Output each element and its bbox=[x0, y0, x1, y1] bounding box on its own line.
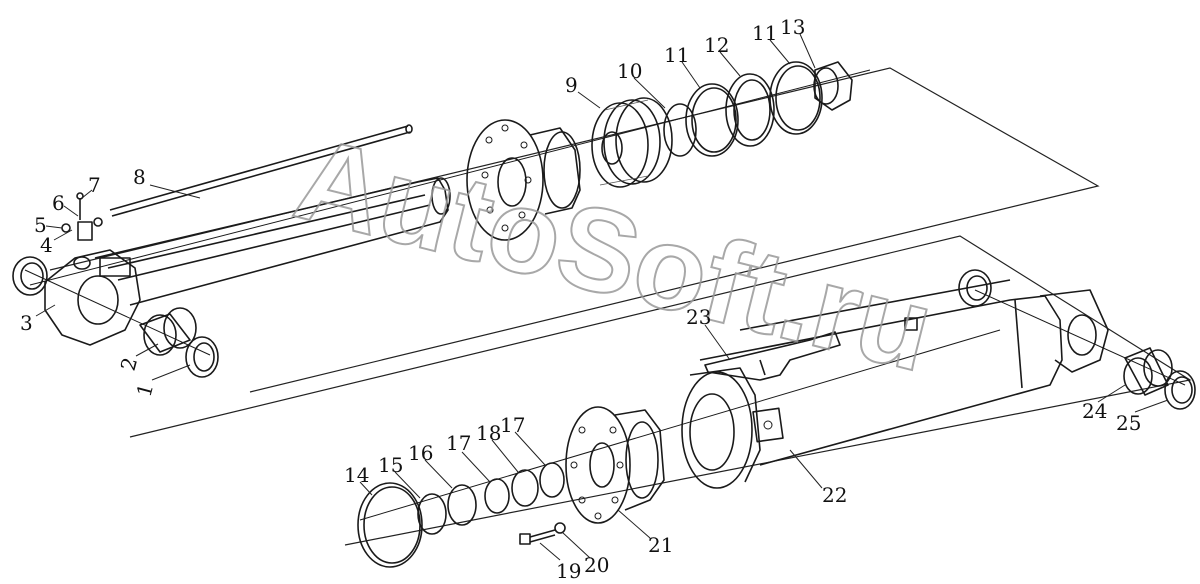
callout-10: 10 bbox=[617, 59, 642, 83]
callout-23: 23 bbox=[686, 305, 711, 329]
part-19-bolt bbox=[519, 529, 556, 545]
upper-assembly-plane bbox=[49, 67, 1100, 393]
part-8-thin-rod bbox=[109, 124, 413, 217]
callout-16: 16 bbox=[408, 441, 433, 465]
left-axis-line bbox=[24, 269, 211, 356]
callout-17a: 17 bbox=[446, 431, 471, 455]
callout-18: 18 bbox=[476, 421, 501, 445]
fittings-4-7 bbox=[61, 192, 103, 241]
part-18-ring bbox=[511, 469, 539, 507]
callout-21: 21 bbox=[648, 533, 673, 557]
right-axis-line bbox=[974, 289, 1186, 386]
callout-12: 12 bbox=[704, 33, 729, 57]
callout-20: 20 bbox=[584, 553, 609, 577]
part-15-ring bbox=[417, 493, 447, 535]
part-1-ring bbox=[185, 336, 219, 378]
part-17-ring-b bbox=[539, 462, 565, 498]
part-25-ring bbox=[1164, 370, 1196, 410]
part-10-seal bbox=[663, 103, 697, 157]
part-21-gland bbox=[565, 406, 665, 524]
part-9-piston bbox=[591, 97, 673, 188]
callout-labels: 1 2 3 4 5 6 7 8 9 10 11 12 11 13 14 15 1… bbox=[20, 15, 1141, 583]
callout-15: 15 bbox=[378, 453, 403, 477]
callout-6: 6 bbox=[52, 191, 65, 215]
callout-4: 4 bbox=[40, 233, 53, 257]
piston-flange bbox=[466, 119, 581, 241]
callout-11a: 11 bbox=[664, 43, 689, 67]
callout-2: 2 bbox=[116, 355, 142, 374]
part-14-seal bbox=[357, 482, 423, 568]
lower-axis-line bbox=[359, 329, 1001, 521]
part-24-bushing bbox=[1123, 347, 1173, 396]
callout-25: 25 bbox=[1116, 411, 1141, 435]
callout-22: 22 bbox=[822, 483, 847, 507]
callout-5: 5 bbox=[34, 213, 47, 237]
part-12-ring bbox=[725, 73, 775, 147]
piston-rod bbox=[94, 177, 451, 306]
callout-17b: 17 bbox=[500, 413, 525, 437]
callout-14: 14 bbox=[344, 463, 369, 487]
upper-axis-line bbox=[29, 69, 871, 286]
part-3-rod-eye bbox=[44, 249, 141, 346]
part-23-pipe bbox=[704, 331, 841, 381]
callout-11b: 11 bbox=[752, 21, 777, 45]
part-11-ring-a bbox=[685, 83, 739, 157]
callout-8: 8 bbox=[133, 165, 146, 189]
part-22-cylinder-barrel bbox=[681, 279, 1109, 489]
part-11-ring-b bbox=[769, 61, 823, 135]
callout-9: 9 bbox=[565, 73, 578, 97]
left-ring bbox=[12, 256, 48, 296]
part-2-bushing bbox=[139, 307, 197, 356]
callout-24: 24 bbox=[1082, 399, 1107, 423]
part-17-ring-a bbox=[484, 478, 510, 514]
right-ring bbox=[958, 269, 992, 307]
callout-13: 13 bbox=[780, 15, 805, 39]
part-13-nut bbox=[813, 61, 853, 111]
watermark: AutoSoft.ru bbox=[284, 112, 945, 397]
callout-1: 1 bbox=[132, 381, 158, 400]
callout-19: 19 bbox=[556, 559, 581, 583]
leader-lines bbox=[35, 33, 1169, 561]
callout-3: 3 bbox=[20, 311, 33, 335]
part-20-washer bbox=[554, 522, 566, 534]
part-16-ring bbox=[447, 484, 477, 526]
callout-7: 7 bbox=[88, 173, 101, 197]
